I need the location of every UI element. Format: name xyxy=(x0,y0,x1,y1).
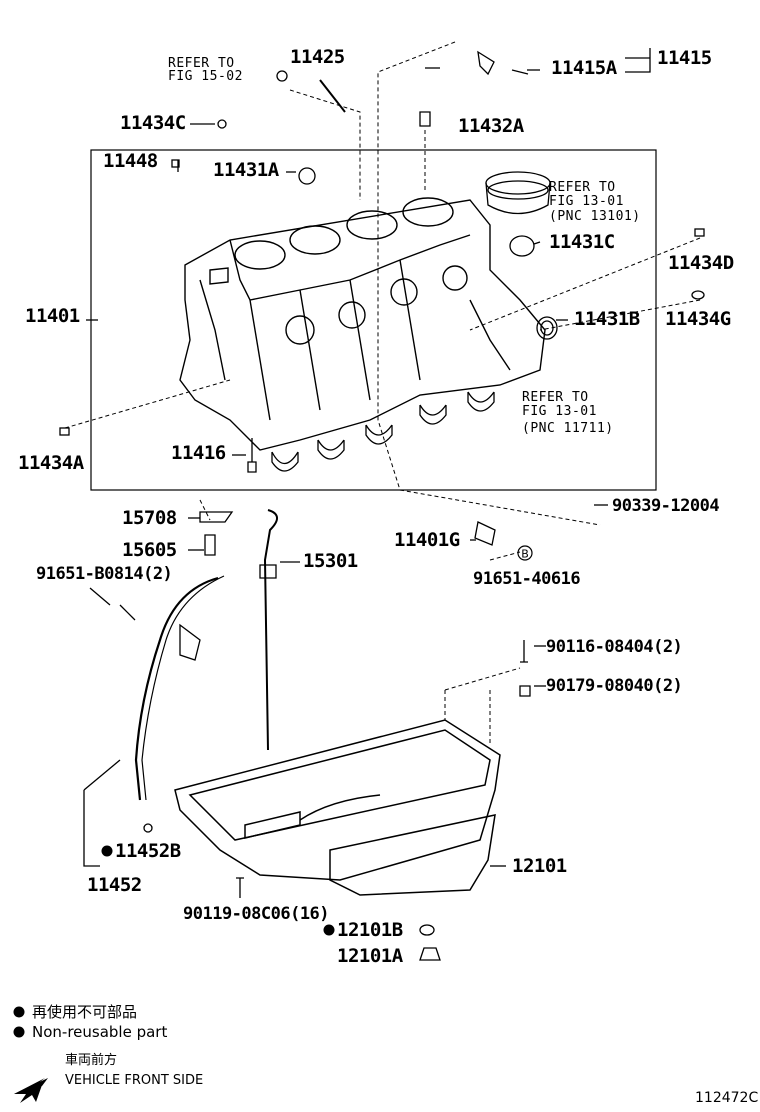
label-11416: 11416 xyxy=(171,442,226,464)
label-11434d: 11434D xyxy=(668,252,734,274)
label-11401g: 11401G xyxy=(394,529,460,551)
label-11434g: 11434G xyxy=(665,308,731,330)
label-90119-08c06: 90119-08C06(16) xyxy=(183,904,330,924)
washer xyxy=(276,70,288,82)
b-circle-marker: B xyxy=(521,548,529,561)
bolt-11416 xyxy=(247,438,257,473)
label-11431c: 11431C xyxy=(549,231,615,253)
label-15605: 15605 xyxy=(122,539,177,561)
legend-front-en: VEHICLE FRONT SIDE xyxy=(65,1073,204,1088)
label-15708: 15708 xyxy=(122,507,177,529)
refer-fig-13-01-a-line1: REFER TO xyxy=(549,180,616,195)
refer-fig-13-01-b-line2: FIG 13-01 xyxy=(522,404,597,419)
label-90339-12004: 90339-12004 xyxy=(612,496,720,516)
label-11431a: 11431A xyxy=(213,159,279,181)
refer-fig-13-01-b-line1: REFER TO xyxy=(522,390,589,405)
label-12101: 12101 xyxy=(512,855,567,877)
label-90116-08404: 90116-08404(2) xyxy=(546,637,683,657)
legend-non-reusable-en: Non-reusable part xyxy=(32,1023,168,1041)
label-11415a: 11415A xyxy=(551,57,617,79)
figure-code: 112472C xyxy=(695,1090,759,1106)
label-11431b: 11431B xyxy=(574,308,640,330)
label-11432a: 11432A xyxy=(458,115,524,137)
refer-fig-15-02-line1: REFER TO xyxy=(168,56,235,71)
refer-fig-13-01-b-line3: (PNC 11711) xyxy=(522,421,614,436)
piston xyxy=(485,171,551,215)
label-11452b: 11452B xyxy=(115,840,181,862)
label-11434c: 11434C xyxy=(120,112,186,134)
stud-11425 xyxy=(319,79,346,113)
label-91651-b0814: 91651-B0814(2) xyxy=(36,564,173,584)
front-arrow-icon xyxy=(14,1078,45,1103)
label-91651-40616: 91651-40616 xyxy=(473,569,581,589)
label-11452: 11452 xyxy=(87,874,142,896)
legend-non-reusable-jp: 再使用不可部品 xyxy=(32,1003,138,1021)
label-12101a: 12101A xyxy=(337,945,403,967)
label-11448: 11448 xyxy=(103,150,158,172)
plug-11431B xyxy=(536,316,558,340)
label-90179-08040: 90179-08040(2) xyxy=(546,676,683,696)
plug-11431C xyxy=(509,235,535,257)
label-11434a: 11434A xyxy=(18,452,84,474)
label-15301: 15301 xyxy=(303,550,358,572)
legend-front-jp: 車両前方 xyxy=(65,1053,118,1068)
label-12101b: 12101B xyxy=(337,919,403,941)
main-bearings xyxy=(271,391,495,472)
oil-guide-tube xyxy=(134,576,219,801)
plug-11431A xyxy=(298,167,316,185)
label-11415: 11415 xyxy=(657,47,712,69)
label-11425: 11425 xyxy=(290,46,345,68)
refer-fig-13-01-a-line3: (PNC 13101) xyxy=(549,209,641,224)
refer-fig-13-01-a-line2: FIG 13-01 xyxy=(549,194,624,209)
refer-fig-15-02-line2: FIG 15-02 xyxy=(168,69,243,84)
oil-pan xyxy=(174,719,501,896)
engine-block xyxy=(179,197,546,451)
dipstick xyxy=(263,509,278,751)
label-11401: 11401 xyxy=(25,305,80,327)
